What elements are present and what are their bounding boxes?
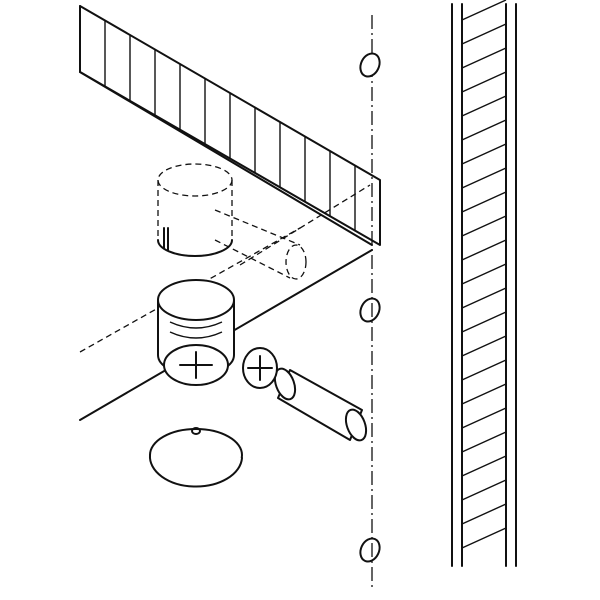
hatch-line [461, 503, 507, 525]
cam-bore-hidden [157, 163, 307, 280]
hatch-line [461, 143, 507, 165]
hole-middle [359, 297, 381, 323]
hatch-line [461, 71, 507, 93]
hatch-line [461, 383, 507, 405]
vertical-panel-hatching [461, 0, 507, 549]
vertical-panel [451, 0, 517, 567]
hatch-line [461, 431, 507, 453]
hole-top [359, 52, 381, 78]
hatch-line [461, 47, 507, 69]
hatch-line [461, 119, 507, 141]
cover-cap [148, 427, 243, 488]
hatch-line [461, 527, 507, 549]
hatch-line [461, 23, 507, 45]
hatch-line [461, 0, 507, 21]
panel-edge-hatching [104, 20, 356, 232]
hatch-line [461, 407, 507, 429]
hatch-line [461, 311, 507, 333]
horizontal-panel [79, 5, 381, 421]
hatch-line [461, 167, 507, 189]
hatch-line [461, 191, 507, 213]
hatch-line [461, 335, 507, 357]
hatch-line [461, 239, 507, 261]
dowel-holes [359, 52, 381, 563]
hatch-line [461, 479, 507, 501]
connecting-bolt [242, 347, 368, 442]
phillips-cross-icon [179, 351, 213, 379]
hatch-line [461, 287, 507, 309]
cam-housing [157, 279, 235, 386]
hole-bottom [359, 537, 381, 563]
hatch-line [461, 215, 507, 237]
hatch-line [461, 95, 507, 117]
hatch-line [461, 455, 507, 477]
hatch-line [461, 263, 507, 285]
hatch-line [461, 359, 507, 381]
